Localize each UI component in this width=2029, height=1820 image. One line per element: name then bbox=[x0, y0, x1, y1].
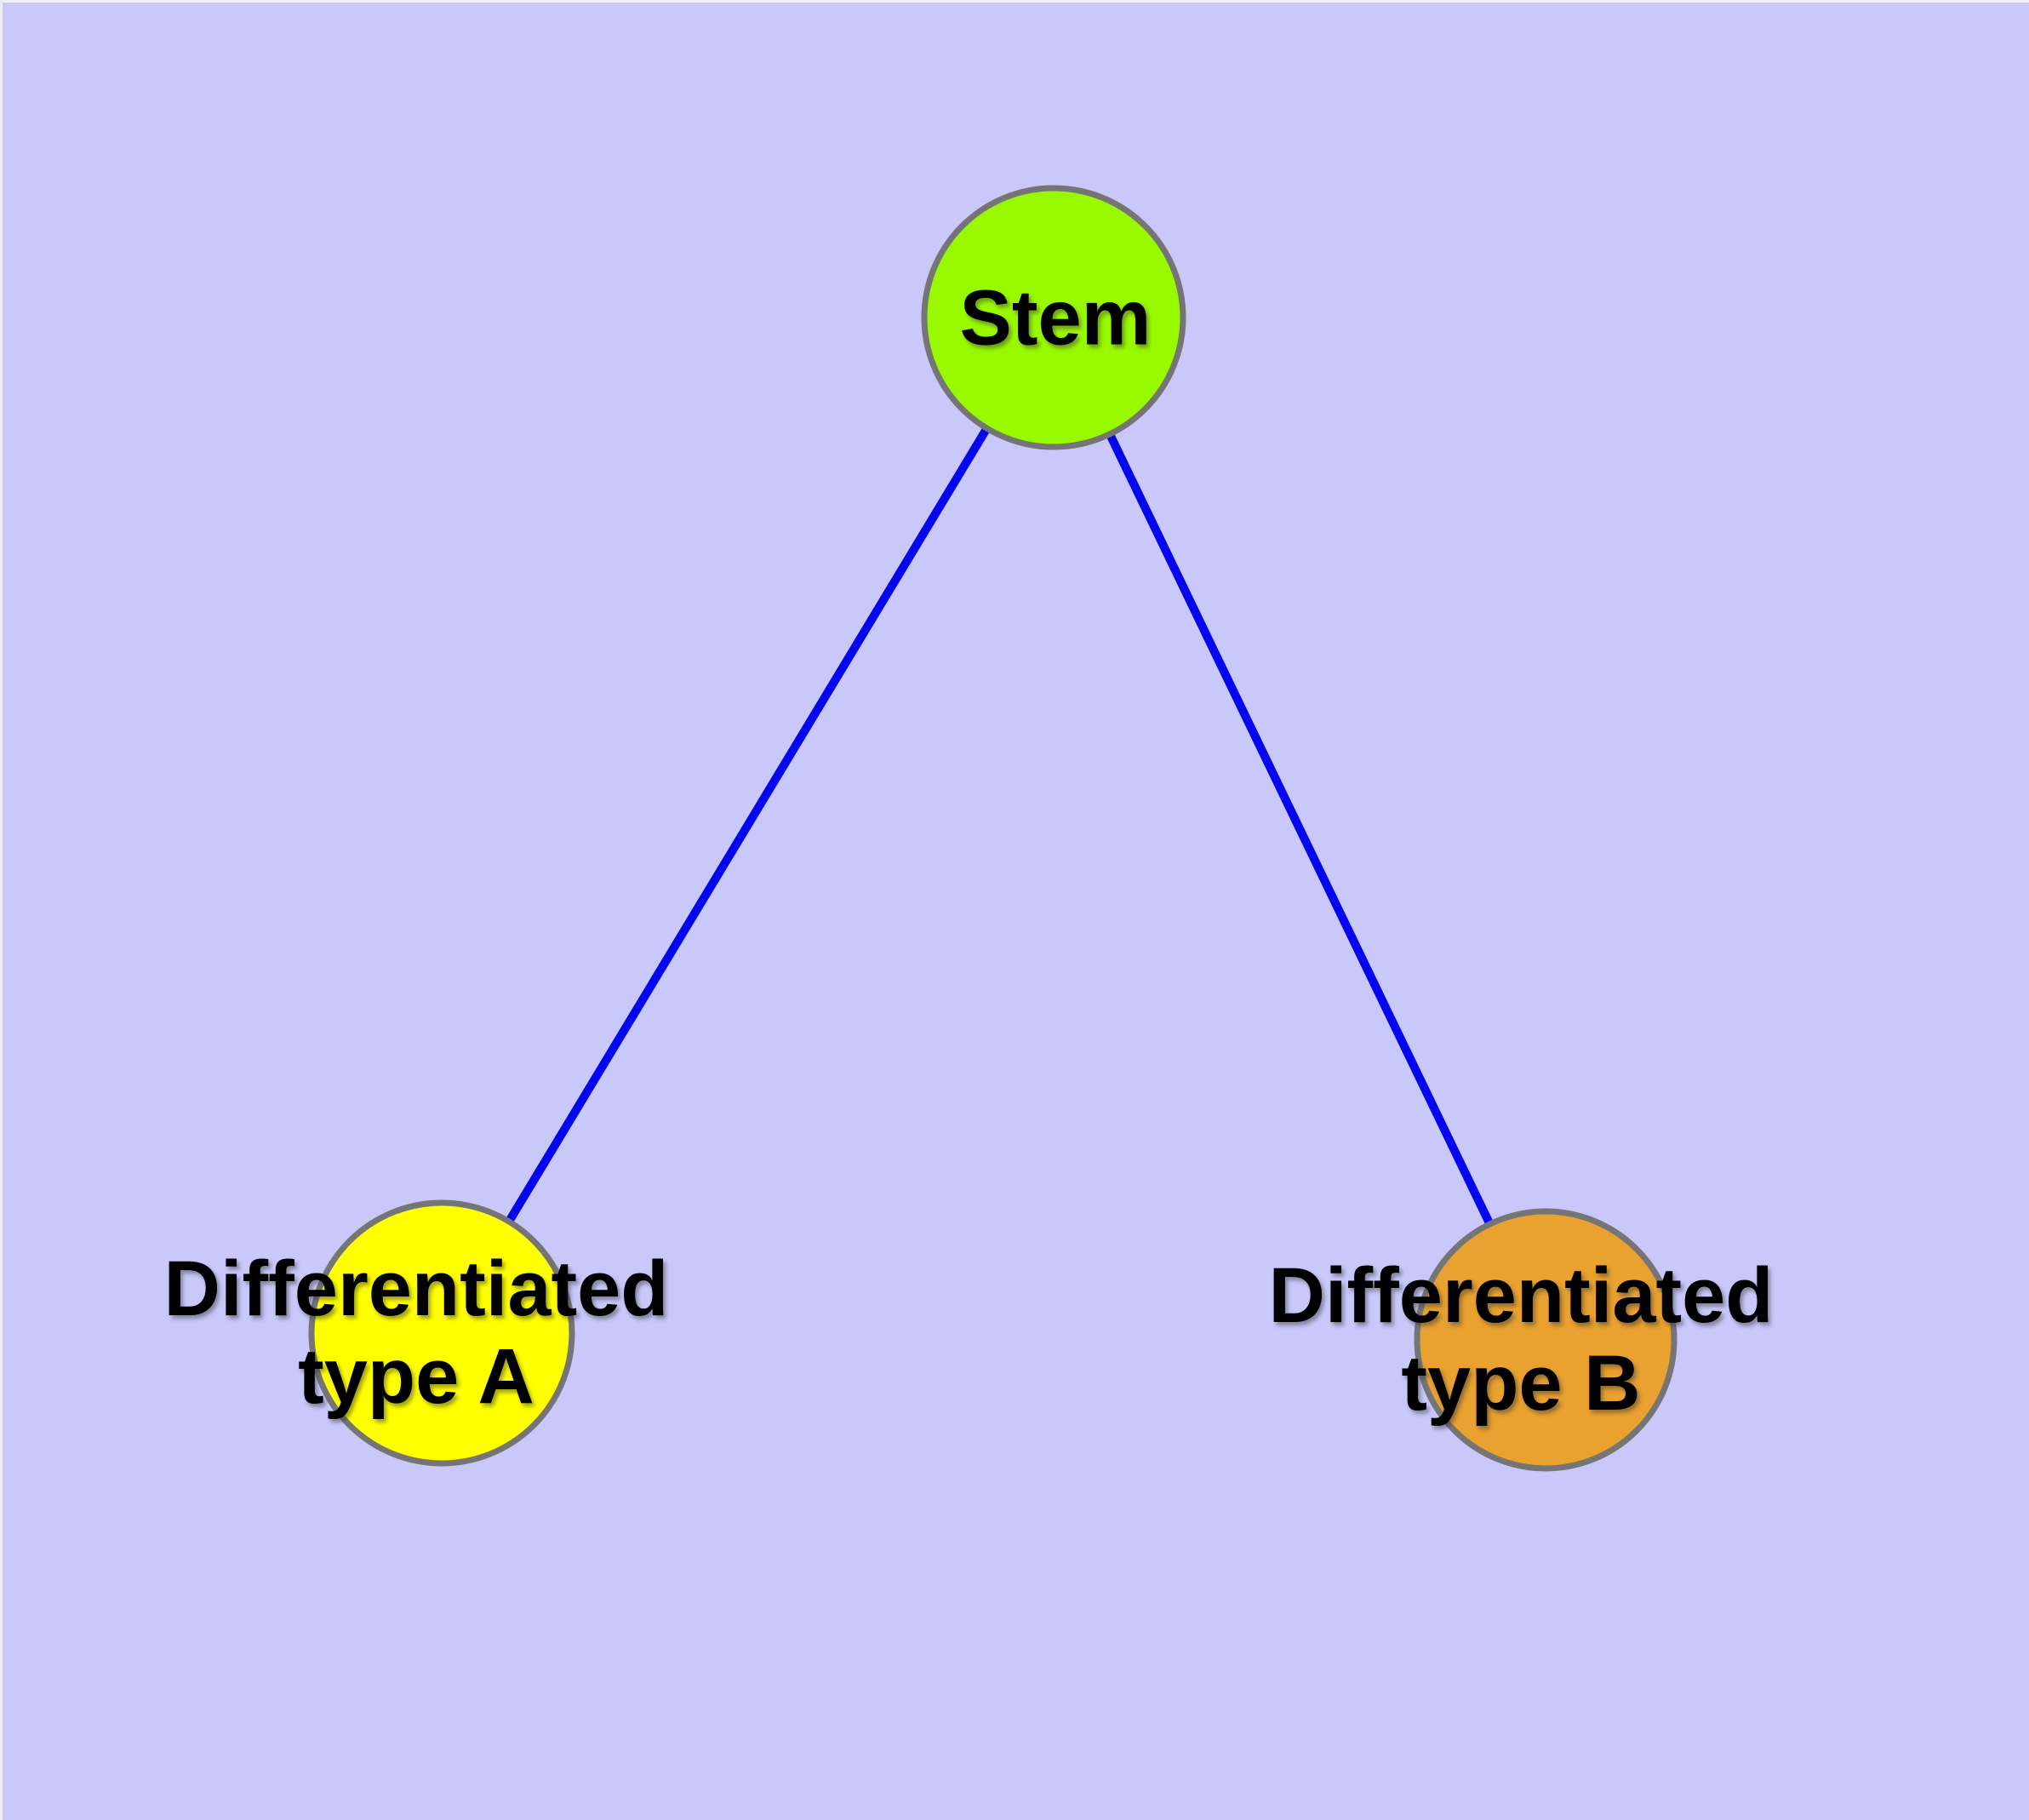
differentiated-type-a-node[interactable] bbox=[308, 1199, 575, 1467]
left-edge-highlight bbox=[0, 0, 3, 1820]
edge-stem-to-type-b bbox=[1049, 315, 1550, 1342]
differentiated-type-b-node[interactable] bbox=[1414, 1208, 1677, 1472]
stem-node[interactable] bbox=[921, 185, 1186, 450]
edge-stem-to-type-a bbox=[437, 315, 1058, 1336]
top-edge-highlight bbox=[0, 0, 2029, 3]
